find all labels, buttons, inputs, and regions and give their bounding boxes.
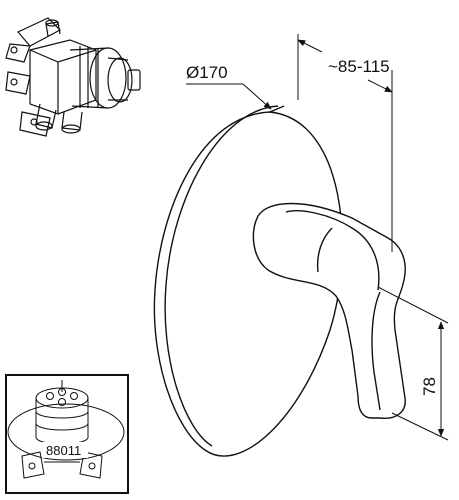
height-label: 78 [420,377,439,396]
rough-in-kit-illustration [7,380,125,479]
diameter-dimension [186,83,272,110]
projection-label: ~85-115 [328,57,390,76]
diameter-label: Ø170 [186,63,228,82]
part-number-label: 88011 [46,443,81,458]
diameter-arrow-line [242,83,272,110]
height-dimension [377,286,449,441]
valve-body-illustration [5,17,141,137]
inset-box: 88011 [5,374,129,494]
lever-handle [252,202,406,419]
projection-dimension [297,34,393,252]
